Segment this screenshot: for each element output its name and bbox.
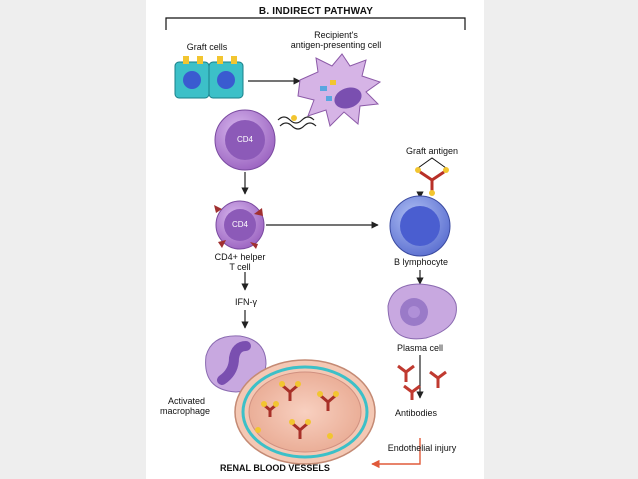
- graft-cells-label: Graft cells: [186, 42, 228, 52]
- cd4-t-cell-top: [214, 109, 276, 171]
- ifn-gamma-label: IFN-γ: [235, 297, 257, 307]
- b-lymphocyte-cell: [389, 195, 451, 257]
- plasma-cell-label: Plasma cell: [396, 343, 444, 353]
- antibodies-free: [397, 364, 447, 400]
- macrophage-label-line2: macrophage: [160, 406, 211, 416]
- pathway-bracket: [165, 17, 466, 30]
- graft-cells: [174, 56, 244, 99]
- cd4-helper-t-cell: [214, 200, 265, 250]
- macrophage-label-line1: Activated: [168, 396, 206, 406]
- diagram-title: B. INDIRECT PATHWAY: [258, 6, 374, 17]
- tcr-interaction: [277, 115, 317, 130]
- cd4-mid-label: CD4: [231, 220, 249, 229]
- endothelial-injury-label: Endothelial injury: [387, 443, 457, 453]
- graft-antigen-label: Graft antigen: [405, 146, 459, 156]
- helper-label-line2: T cell: [229, 262, 251, 272]
- plasma-cell: [387, 283, 457, 340]
- renal-blood-vessel: [234, 359, 376, 465]
- cd4-top-label: CD4: [236, 135, 254, 144]
- helper-label-line1: CD4+ helper: [214, 252, 266, 262]
- apc-label-line1: Recipient's: [314, 30, 358, 40]
- apc-label-line2: antigen-presenting cell: [290, 40, 382, 50]
- antigen-presenting-cell: [297, 53, 382, 127]
- antibodies-label: Antibodies: [394, 408, 438, 418]
- graft-antigen: [415, 157, 449, 196]
- arrow-injury-to-vessel: [371, 438, 421, 469]
- b-lymphocyte-label: B lymphocyte: [393, 257, 449, 267]
- renal-vessels-label: RENAL BLOOD VESSELS: [220, 463, 330, 473]
